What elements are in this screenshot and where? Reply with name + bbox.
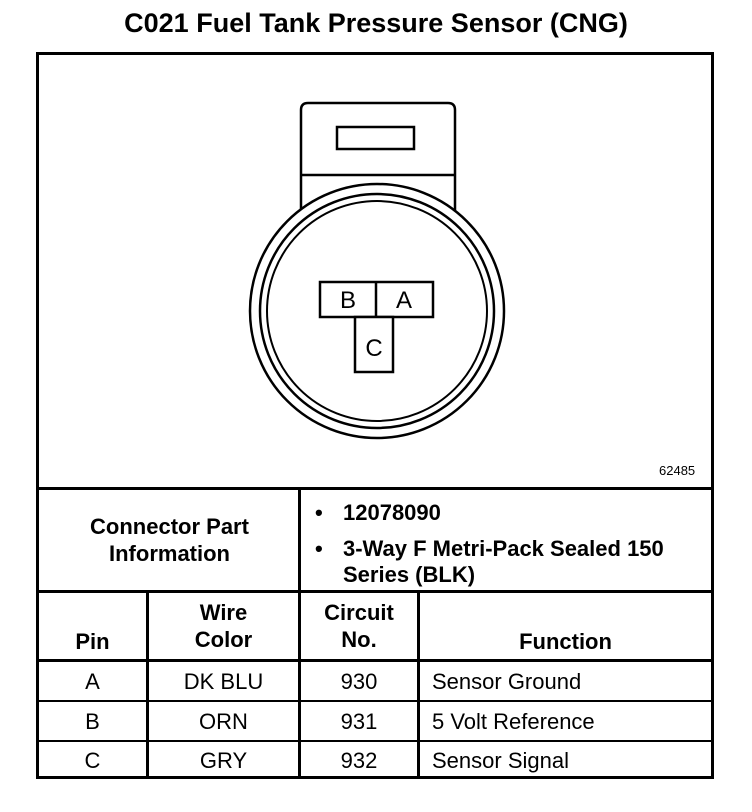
pin-label-a: A xyxy=(396,287,412,314)
bullet-icon: • xyxy=(315,536,323,561)
divider xyxy=(39,700,711,702)
table-cell-pin: B xyxy=(85,708,100,734)
header-wire-color: Wire Color xyxy=(194,600,253,652)
table-cell-wire-color: ORN xyxy=(199,708,248,734)
part-number: 12078090 xyxy=(343,500,441,525)
bullet-icon: • xyxy=(315,500,323,525)
table-cell-function: Sensor Ground xyxy=(432,668,582,694)
header-pin: Pin xyxy=(75,629,110,654)
table-cell-circuit-no: 932 xyxy=(340,748,378,773)
figure-id: 62485 xyxy=(659,463,696,478)
part-info-list: • 12078090 • 3-Way F Metri-Pack Sealed 1… xyxy=(303,492,711,590)
table-cell-wire-color: GRY xyxy=(199,748,248,773)
table-cell-pin: C xyxy=(84,748,101,773)
divider xyxy=(39,659,711,662)
connector-face-ring xyxy=(266,200,488,422)
connector-face-svg: B A C xyxy=(248,101,506,440)
table-cell-wire-color: DK BLU xyxy=(183,668,264,694)
table-cell-function: 5 Volt Reference xyxy=(432,708,595,734)
pin-label-c: C xyxy=(365,335,382,362)
locking-tab-slot xyxy=(335,125,416,151)
divider xyxy=(146,593,149,779)
divider xyxy=(39,487,711,490)
part-info-item: • 12078090 xyxy=(315,500,441,526)
pin-cavity-c xyxy=(353,315,395,374)
table-cell-function: Sensor Signal xyxy=(432,748,569,773)
connector-diagram-frame: B A C 62485 Connector Part Information •… xyxy=(36,52,714,779)
header-function: Function xyxy=(519,629,612,654)
divider xyxy=(39,590,711,593)
connector-drawing: B A C 62485 xyxy=(39,55,711,488)
part-info-label: Connector Part Information xyxy=(90,514,249,566)
pin-label-b: B xyxy=(340,287,356,314)
table-cell-circuit-no: 930 xyxy=(340,668,378,694)
part-description: 3-Way F Metri-Pack Sealed 150 Series (BL… xyxy=(343,536,664,587)
header-circuit-no: Circuit No. xyxy=(324,600,394,652)
divider xyxy=(298,490,301,590)
divider xyxy=(298,593,301,779)
table-cell-circuit-no: 931 xyxy=(340,708,378,734)
table-cell-pin: A xyxy=(85,668,100,694)
divider xyxy=(39,740,711,742)
divider xyxy=(417,593,420,779)
diagram-title: C021 Fuel Tank Pressure Sensor (CNG) xyxy=(124,8,628,38)
part-info-item: • 3-Way F Metri-Pack Sealed 150 Series (… xyxy=(315,536,683,588)
